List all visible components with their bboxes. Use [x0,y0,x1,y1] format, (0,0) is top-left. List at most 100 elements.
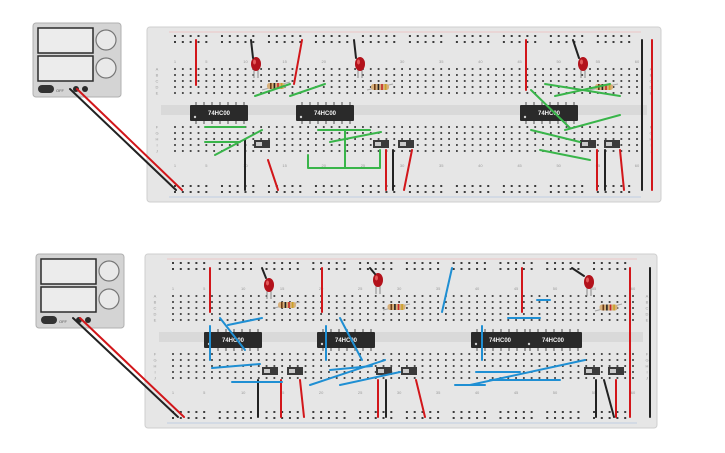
tie-point-hole[interactable] [561,319,564,321]
switch-slider[interactable] [610,369,616,373]
tie-point-hole[interactable] [405,307,408,309]
tie-point-hole[interactable] [416,86,419,88]
rail-hole[interactable] [195,262,198,264]
tie-point-hole[interactable] [460,313,463,315]
tie-point-hole[interactable] [557,144,560,146]
tie-point-hole[interactable] [468,307,471,309]
tie-point-hole[interactable] [593,319,595,321]
tie-point-hole[interactable] [518,92,521,94]
tie-point-hole[interactable] [236,144,239,146]
wire-green[interactable] [214,129,263,156]
tie-point-hole[interactable] [455,92,458,94]
tie-point-hole[interactable] [534,86,537,88]
tie-point-hole[interactable] [565,150,568,152]
tie-point-hole[interactable] [448,86,450,88]
switch-slider[interactable] [289,369,295,373]
tie-point-hole[interactable] [244,92,247,94]
tie-point-hole[interactable] [320,359,323,361]
tie-point-hole[interactable] [429,313,432,315]
tie-point-hole[interactable] [522,307,525,309]
rail-hole[interactable] [616,417,619,419]
tie-point-hole[interactable] [351,377,354,379]
rail-hole[interactable] [554,417,557,419]
tie-point-hole[interactable] [307,150,310,152]
ic-74hc00[interactable]: 74HC00 [524,329,582,351]
tie-point-hole[interactable] [330,132,333,134]
tie-point-hole[interactable] [312,319,315,321]
tie-point-hole[interactable] [203,307,206,309]
tie-point-hole[interactable] [612,86,615,88]
tie-point-hole[interactable] [577,295,580,297]
tie-point-hole[interactable] [328,365,330,367]
rail-hole[interactable] [377,41,380,43]
tie-point-hole[interactable] [275,150,278,152]
tie-point-hole[interactable] [424,86,427,88]
tie-point-hole[interactable] [557,138,560,140]
wire-blue[interactable] [219,317,246,351]
rail-hole[interactable] [369,41,372,43]
rail-hole[interactable] [296,417,299,419]
rail-hole[interactable] [499,417,502,419]
tie-point-hole[interactable] [315,68,317,70]
rail-hole[interactable] [557,41,560,43]
tie-point-hole[interactable] [569,359,572,361]
tie-point-hole[interactable] [181,126,184,128]
tie-point-hole[interactable] [440,92,443,94]
tie-point-hole[interactable] [534,132,537,134]
tie-point-hole[interactable] [522,371,525,373]
tie-point-hole[interactable] [444,307,447,309]
tie-point-hole[interactable] [187,319,190,321]
rail-hole[interactable] [510,185,513,187]
rail-hole[interactable] [273,411,276,413]
tie-point-hole[interactable] [628,126,631,128]
tie-point-hole[interactable] [244,68,247,70]
tie-point-hole[interactable] [362,126,364,128]
tie-point-hole[interactable] [542,144,544,146]
tie-point-hole[interactable] [526,132,529,134]
tie-point-hole[interactable] [281,359,284,361]
rail-hole[interactable] [561,417,564,419]
ic-74hc00[interactable]: 74HC00 [190,102,248,124]
tie-point-hole[interactable] [296,319,299,321]
tie-point-hole[interactable] [179,307,182,309]
tie-point-hole[interactable] [416,74,419,76]
rail-hole[interactable] [288,262,291,264]
tie-point-hole[interactable] [530,365,533,367]
tie-point-hole[interactable] [304,359,307,361]
tie-point-hole[interactable] [510,132,513,134]
tie-point-hole[interactable] [483,313,486,315]
rail-hole[interactable] [283,35,286,37]
tie-point-hole[interactable] [236,68,239,70]
tie-point-hole[interactable] [405,319,408,321]
rail-hole[interactable] [549,41,552,43]
tie-point-hole[interactable] [429,301,432,303]
tie-point-hole[interactable] [221,138,223,140]
tie-point-hole[interactable] [432,74,435,76]
tie-point-hole[interactable] [471,126,474,128]
tie-point-hole[interactable] [312,359,315,361]
rail-hole[interactable] [390,268,393,270]
wire-black[interactable] [69,88,177,191]
ic-74hc00[interactable]: 74HC00 [317,329,375,351]
rail-hole[interactable] [437,411,440,413]
rail-hole[interactable] [499,411,502,413]
slide-switch-icon[interactable] [287,367,303,375]
rail-hole[interactable] [424,35,427,37]
tie-point-hole[interactable] [265,307,268,309]
rail-hole[interactable] [596,191,599,193]
tie-point-hole[interactable] [526,74,529,76]
tie-point-hole[interactable] [289,377,291,379]
rail-hole[interactable] [242,268,245,270]
tie-point-hole[interactable] [510,68,513,70]
rail-hole[interactable] [205,191,208,193]
tie-point-hole[interactable] [291,74,294,76]
tie-point-hole[interactable] [299,138,302,140]
ic-74hc00[interactable]: 74HC00 [471,329,529,351]
tie-point-hole[interactable] [226,313,229,315]
rail-hole[interactable] [476,262,479,264]
tie-point-hole[interactable] [448,92,450,94]
tie-point-hole[interactable] [179,365,182,367]
tie-point-hole[interactable] [315,126,317,128]
tie-point-hole[interactable] [377,138,380,140]
rail-hole[interactable] [374,268,377,270]
